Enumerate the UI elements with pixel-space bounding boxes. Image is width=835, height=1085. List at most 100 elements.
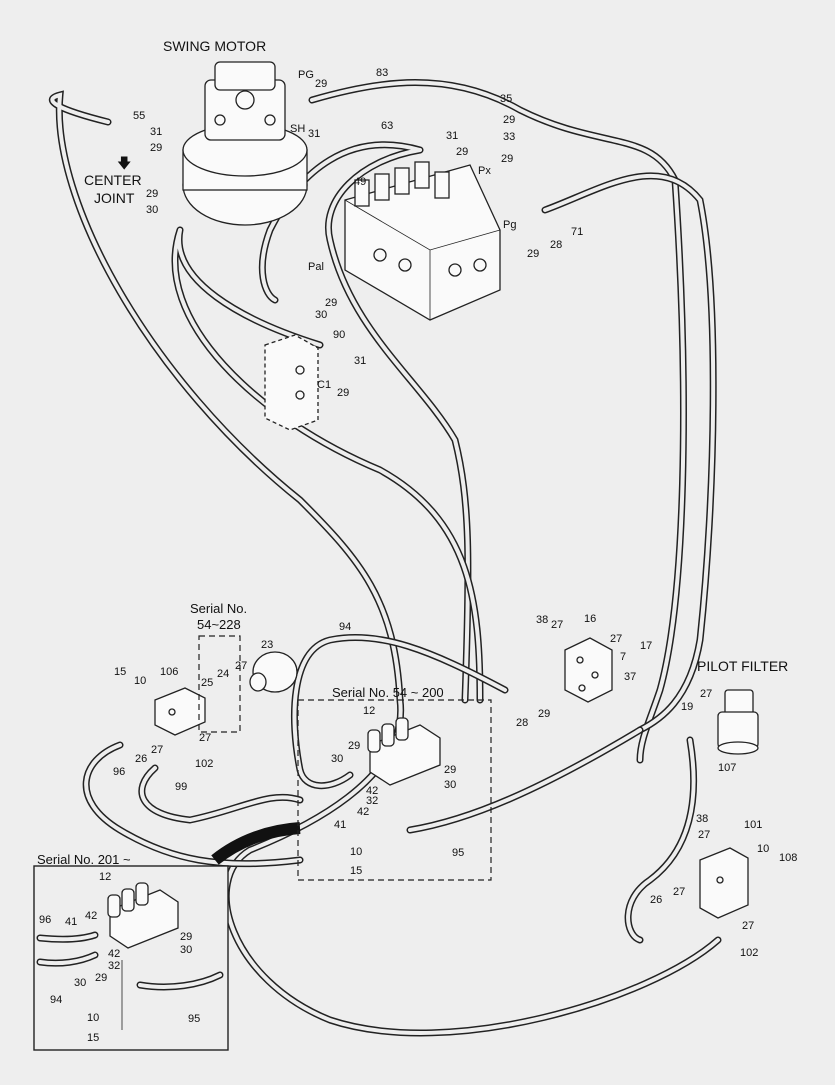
part-label: 27 [151,744,163,756]
part-label: 55 [133,110,145,122]
part-label: 96 [39,914,51,926]
part-label: 28 [550,239,562,251]
part-label: 108 [779,852,797,864]
part-label: 24 [217,668,229,680]
part-label: 35 [500,93,512,105]
part-label: 90 [333,329,345,341]
serial-54-228-title-1: Serial No. [190,601,247,616]
part-label: 106 [160,666,178,678]
serial-54-200-title: Serial No. 54 ~ 200 [332,685,444,700]
part-label: 94 [50,994,62,1006]
part-label: 12 [363,705,375,717]
part-label: 30 [331,753,343,765]
serial-54-200-frame [297,699,492,881]
part-label: 25 [201,677,213,689]
part-label: 42 [366,785,378,797]
pilot-filter [717,689,759,755]
part-label: 38 [536,614,548,626]
part-label: 38 [696,813,708,825]
swing-motor-title: SWING MOTOR [163,38,266,54]
part-label: 30 [146,204,158,216]
part-label: 31 [150,126,162,138]
part-label: 27 [673,886,685,898]
part-label: 41 [65,916,77,928]
part-label: 96 [113,766,125,778]
port-pg-valve: Pg [503,219,516,231]
part-label: 29 [180,931,192,943]
part-label: 41 [334,819,346,831]
part-label: 32 [108,960,120,972]
part-label: 27 [235,660,247,672]
pilot-filter-title: PILOT FILTER [697,658,788,674]
block-106 [154,687,206,736]
part-label: 83 [376,67,388,79]
part-label: 107 [718,762,736,774]
port-pal: Pal [308,261,324,273]
part-label: 31 [446,130,458,142]
part-label: 15 [114,666,126,678]
part-label: 27 [700,688,712,700]
port-c1: C1 [317,379,331,391]
part-label: 63 [381,120,393,132]
part-label: 27 [610,633,622,645]
part-label: 10 [757,843,769,855]
part-label: 26 [135,753,147,765]
part-label: 29 [503,114,515,126]
port-sh: SH [290,123,305,135]
main-control-valve [344,161,501,321]
part-label: 29 [95,972,107,984]
part-label: 27 [551,619,563,631]
part-label: 30 [74,977,86,989]
part-label: 12 [99,871,111,883]
part-labels: 83 55 31 29 29 31 35 29 33 29 63 31 29 4… [39,67,797,1044]
solenoid-valve-12 [367,717,441,786]
part-label: 94 [339,621,351,633]
part-label: 29 [538,708,550,720]
part-label: 27 [698,829,710,841]
part-label: 29 [337,387,349,399]
part-label: 29 [444,764,456,776]
port-px: Px [478,165,491,177]
part-label: 26 [650,894,662,906]
part-label: 101 [744,819,762,831]
part-label: 30 [315,309,327,321]
part-label: 15 [87,1032,99,1044]
part-label: 29 [527,248,539,260]
serial-201-title: Serial No. 201 ~ [37,852,131,867]
part-label: 15 [350,865,362,877]
part-label: 29 [150,142,162,154]
block-101 [699,847,749,919]
part-label: 31 [354,355,366,367]
part-label: 71 [571,226,583,238]
part-label: 42 [108,948,120,960]
part-label: 49 [354,176,366,188]
part-label: 30 [180,944,192,956]
inset-solenoid-valve [36,882,224,1030]
accumulator [249,651,298,693]
swing-motor [182,61,308,226]
part-label: 32 [366,795,378,807]
part-label: 102 [195,758,213,770]
part-label: 102 [740,947,758,959]
down-arrow-icon: 🡇 [117,155,131,171]
part-label: 95 [452,847,464,859]
part-label: 95 [188,1013,200,1025]
part-label: 29 [501,153,513,165]
serial-54-228-frame [198,635,241,733]
part-label: 10 [87,1012,99,1024]
hose-bundle [211,822,301,865]
part-label: 17 [640,640,652,652]
serial-54-228-title-2: 54~228 [197,617,241,632]
part-label: 19 [681,701,693,713]
part-label: 23 [261,639,273,651]
hoses [48,79,722,1037]
part-label: 29 [146,188,158,200]
part-label: 27 [199,732,211,744]
part-label: 28 [516,717,528,729]
part-label: 37 [624,671,636,683]
part-label: 29 [456,146,468,158]
part-label: 30 [444,779,456,791]
part-label: 10 [134,675,146,687]
